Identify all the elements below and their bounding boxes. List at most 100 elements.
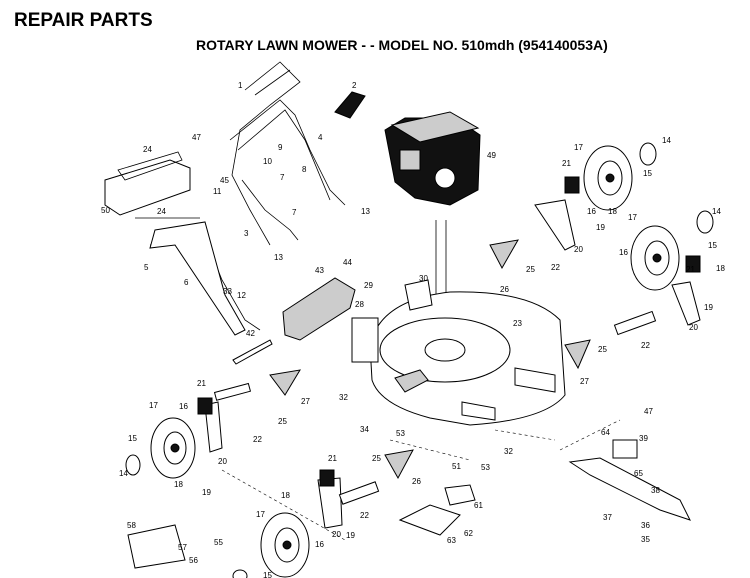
wheel-front-right [630, 225, 680, 291]
callout-label: 38 [651, 486, 660, 495]
callout-label: 56 [189, 556, 198, 565]
page-subtitle: ROTARY LAWN MOWER - - MODEL NO. 510mdh (… [196, 37, 608, 53]
callout-label: 16 [619, 248, 628, 257]
callout-label: 20 [574, 245, 583, 254]
callout-label: 30 [419, 274, 428, 283]
callout-label: 21 [197, 379, 206, 388]
callout-label: 44 [343, 258, 352, 267]
callout-label: 22 [360, 511, 369, 520]
callout-label: 27 [301, 397, 310, 406]
callout-label: 14 [712, 207, 721, 216]
callout-label: 19 [346, 531, 355, 540]
callout-label: 58 [127, 521, 136, 530]
wheel-cover [197, 397, 213, 415]
callout-labels: 1 2 3 4 5 6 7 7 8 9 10 11 12 13 13 14 14… [101, 81, 725, 578]
callout-label: 23 [513, 319, 522, 328]
callout-label: 32 [504, 447, 513, 456]
callout-label: 20 [218, 457, 227, 466]
callout-label: 53 [396, 429, 405, 438]
callout-label: 17 [256, 510, 265, 519]
callout-label: 24 [157, 207, 166, 216]
callout-label: 19 [596, 223, 605, 232]
callout-label: 57 [178, 543, 187, 552]
callout-label: 22 [641, 341, 650, 350]
callout-label: 15 [263, 571, 272, 578]
callout-label: 13 [274, 253, 283, 262]
callout-label: 19 [202, 488, 211, 497]
height-adjuster-rear-right [534, 199, 576, 251]
callout-label: 14 [119, 469, 128, 478]
callout-label: 22 [551, 263, 560, 272]
hubcap [232, 569, 248, 578]
callout-label: 9 [278, 143, 283, 152]
wheel-cover [564, 176, 580, 194]
callout-label: 50 [101, 206, 110, 215]
callout-label: 3 [244, 229, 249, 238]
callout-label: 16 [179, 402, 188, 411]
baffle [269, 369, 301, 396]
callout-label: 21 [328, 454, 337, 463]
callout-label: 65 [634, 469, 643, 478]
callout-label: 4 [318, 133, 323, 142]
callout-label: 32 [339, 393, 348, 402]
callout-label: 47 [644, 407, 653, 416]
callout-label: 13 [361, 207, 370, 216]
grass-bag [104, 151, 246, 336]
callout-label: 64 [601, 428, 610, 437]
callout-label: 25 [598, 345, 607, 354]
callout-label: 21 [686, 265, 695, 274]
callout-label: 18 [174, 480, 183, 489]
callout-label: 28 [355, 300, 364, 309]
callout-label: 18 [608, 207, 617, 216]
mulch-plug [127, 524, 186, 569]
callout-label: 39 [639, 434, 648, 443]
callout-label: 15 [643, 169, 652, 178]
blade-adapter [612, 439, 638, 459]
callout-label: 51 [452, 462, 461, 471]
callout-label: 36 [641, 521, 650, 530]
callout-label: 35 [641, 535, 650, 544]
engine [384, 111, 481, 206]
callout-label: 15 [128, 434, 137, 443]
callout-label: 17 [149, 401, 158, 410]
callout-label: 42 [246, 329, 255, 338]
callout-label: 19 [704, 303, 713, 312]
callout-label: 24 [143, 145, 152, 154]
callout-label: 21 [562, 159, 571, 168]
callout-label: 27 [580, 377, 589, 386]
callout-label: 53 [481, 463, 490, 472]
bracket [351, 317, 379, 363]
axle [338, 481, 380, 505]
callout-label: 63 [447, 536, 456, 545]
wheel-rear-right [583, 145, 633, 211]
deflector [398, 504, 461, 536]
callout-label: 10 [263, 157, 272, 166]
callout-label: 18 [716, 264, 725, 273]
callout-label: 26 [500, 285, 509, 294]
callout-label: 34 [360, 425, 369, 434]
handle-assembly [149, 61, 346, 331]
callout-label: 11 [213, 187, 222, 196]
axle [613, 310, 657, 336]
callout-label: 25 [372, 454, 381, 463]
hubcap [696, 210, 714, 234]
callout-label: 20 [689, 323, 698, 332]
callout-label: 17 [574, 143, 583, 152]
callout-label: 18 [281, 491, 290, 500]
mower-deck [369, 291, 566, 426]
callout-label: 5 [144, 263, 149, 272]
callout-label: 47 [192, 133, 201, 142]
callout-label: 45 [220, 176, 229, 185]
wheel-rear-left [260, 512, 310, 578]
callout-label: 25 [526, 265, 535, 274]
hinge-rod [232, 339, 273, 365]
callout-label: 1 [238, 81, 243, 90]
baffle [564, 339, 591, 370]
baffle [384, 449, 414, 480]
axle [213, 382, 252, 401]
callout-label: 16 [587, 207, 596, 216]
callout-label: 2 [352, 81, 357, 90]
side-discharge-cover [282, 277, 356, 341]
callout-label: 43 [315, 266, 324, 275]
